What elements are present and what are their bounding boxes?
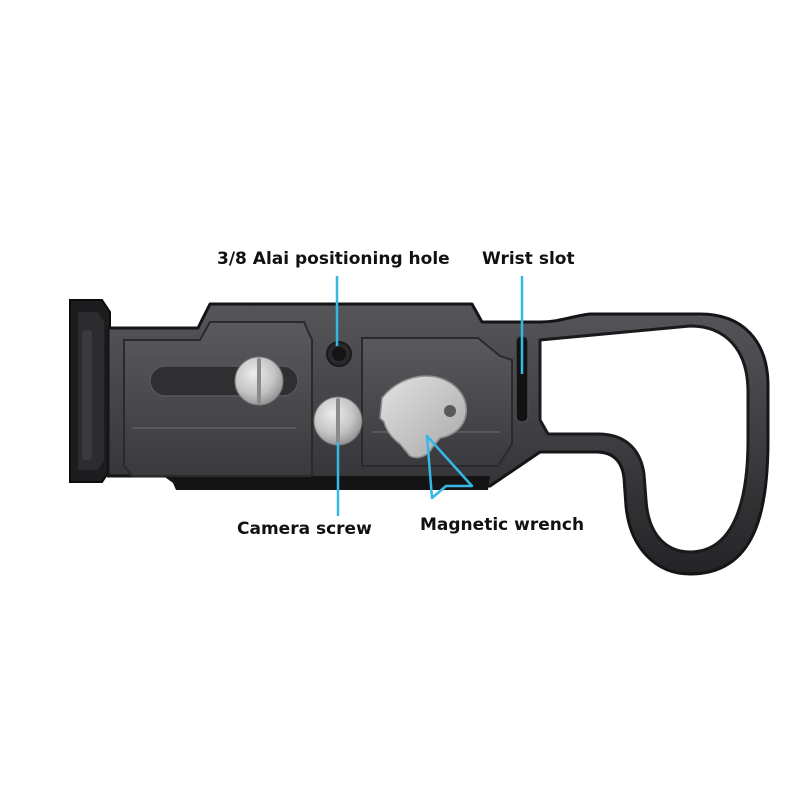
- magnetic-wrench-callout-arrow: [425, 434, 474, 500]
- positioning-hole: [326, 341, 352, 367]
- positioning-hole-label: 3/8 Alai positioning hole: [217, 249, 450, 269]
- camera-screw: [313, 396, 363, 446]
- wrist-slot-label: Wrist slot: [482, 249, 575, 269]
- left-clamp-block: [69, 299, 111, 483]
- camera-screw-label: Camera screw: [237, 519, 372, 539]
- callout-lines: [335, 276, 524, 516]
- adjustment-screw: [234, 356, 284, 406]
- magnetic-wrench-label: Magnetic wrench: [420, 515, 585, 535]
- magnetic-wrench: [379, 375, 467, 459]
